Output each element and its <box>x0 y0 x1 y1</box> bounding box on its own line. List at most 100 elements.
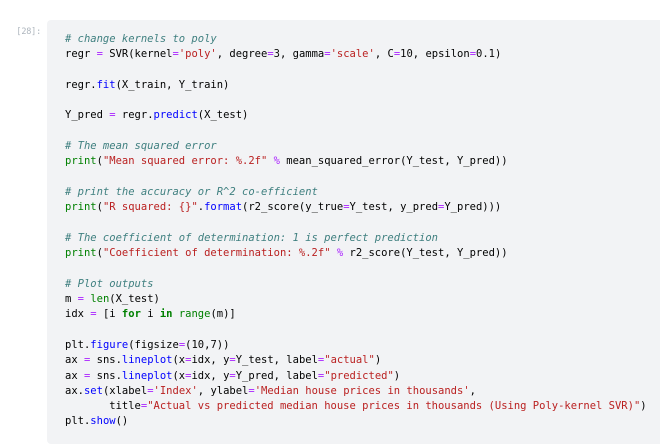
code-token: plt. <box>65 415 91 428</box>
code-line <box>65 63 660 78</box>
code-token: 3 <box>273 48 280 61</box>
code-token: = <box>229 369 236 382</box>
code-token: , gamma <box>279 48 325 61</box>
code-line: # The coefficient of determination: 1 is… <box>65 231 660 246</box>
code-token: , epsilon <box>412 48 470 61</box>
code-token: Y_pred))) <box>444 201 502 214</box>
code-line <box>65 216 660 231</box>
code-token: , <box>204 338 211 351</box>
code-token: lineplot <box>121 369 173 382</box>
code-token: regr. <box>65 78 97 91</box>
code-token: Y_pred, label <box>235 369 318 382</box>
code-token: () <box>115 415 129 428</box>
code-token: = <box>317 369 325 382</box>
code-token: = <box>469 48 477 61</box>
code-token: , degree <box>216 48 268 61</box>
code-token: "R squared: {}" <box>102 201 198 214</box>
code-line: Y_pred = regr.predict(X_test) <box>65 108 660 123</box>
code-token: = <box>267 48 274 61</box>
code-token: "Coefficient of determination: %.2f" <box>102 247 331 260</box>
code-token: 7 <box>210 338 217 351</box>
code-token: ( <box>96 247 103 260</box>
code-token: SVR(kernel <box>102 48 173 61</box>
code-token: # Plot outputs <box>65 277 154 290</box>
code-token: = <box>248 384 255 397</box>
code-line <box>65 261 660 276</box>
code-token: "Mean squared error: %.2f" <box>102 155 268 168</box>
code-token: sns. <box>90 369 122 382</box>
code-token: regr. <box>115 109 154 122</box>
code-line: title="Actual vs predicted median house … <box>65 399 660 414</box>
code-token: print <box>65 247 97 260</box>
code-line: # Plot outputs <box>65 277 660 292</box>
code-token: lineplot <box>121 354 173 367</box>
code-token: Y_test, y_pred <box>349 201 439 214</box>
code-token: = <box>317 354 325 367</box>
code-token: )) <box>216 338 230 351</box>
code-token: idx, y <box>191 354 230 367</box>
code-line: # change kernels to poly <box>65 32 660 47</box>
code-token: = <box>324 48 331 61</box>
code-token: (figsize <box>128 338 179 351</box>
code-line: regr.fit(X_train, Y_train) <box>65 78 660 93</box>
code-token: , ylabel <box>197 384 249 397</box>
code-line: ax.set(xlabel='Index', ylabel='Median ho… <box>65 384 660 399</box>
code-token: # The coefficient of determination: 1 is… <box>65 231 438 244</box>
code-line <box>65 323 660 338</box>
code-token: ) <box>393 369 401 382</box>
code-token: (X_test) <box>109 293 160 306</box>
code-token: for <box>121 308 141 321</box>
code-line <box>65 170 660 185</box>
code-token: ) <box>374 354 382 367</box>
code-token: format <box>204 201 243 214</box>
code-token: sns. <box>90 354 122 367</box>
code-token: (X_train, Y_train) <box>115 78 230 91</box>
code-token: (xlabel <box>102 384 148 397</box>
code-token: ax <box>65 369 84 382</box>
cell-execution-prompt: [28]: <box>16 27 41 37</box>
code-line: plt.show() <box>65 414 660 429</box>
code-token: show <box>90 415 116 428</box>
code-line: idx = [i for i in range(m)] <box>65 307 660 322</box>
code-token: ) <box>495 48 502 61</box>
code-line: print("Coefficient of determination: %.2… <box>65 246 660 261</box>
code-token: = <box>185 354 192 367</box>
code-token: 'poly' <box>178 48 217 61</box>
code-token: "Actual vs predicted median house prices… <box>147 400 641 413</box>
code-line: ax = sns.lineplot(x=idx, y=Y_pred, label… <box>65 369 660 384</box>
code-token: ( <box>185 338 192 351</box>
code-token: (m)] <box>210 308 236 321</box>
code-token: # The mean squared error <box>65 140 217 153</box>
code-token: [i <box>96 308 122 321</box>
code-token: figure <box>90 338 129 351</box>
code-token: ) <box>640 400 647 413</box>
code-token: = <box>178 338 186 351</box>
code-token: % <box>336 247 344 260</box>
code-token: # change kernels to poly <box>65 33 217 45</box>
code-token: r2_score(Y_test, Y_pred)) <box>343 247 508 260</box>
code-token: idx, y <box>191 369 230 382</box>
code-token: mean_squared_error(Y_test, Y_pred)) <box>279 155 508 168</box>
code-token: m <box>65 293 78 306</box>
code-token: (X_test) <box>197 109 249 122</box>
code-token: = <box>77 293 84 306</box>
code-token: 'Index' <box>153 384 198 397</box>
code-line <box>65 93 660 108</box>
code-token: , C <box>374 48 394 61</box>
code-token: i <box>140 308 160 321</box>
code-token: Y_test, label <box>235 354 318 367</box>
code-token: ( <box>96 201 103 214</box>
code-token: = <box>172 48 179 61</box>
code-token: = <box>83 354 91 367</box>
code-token: ax <box>65 354 84 367</box>
code-token: = <box>96 48 103 61</box>
code-token: "actual" <box>324 354 375 367</box>
code-token: . <box>197 201 205 214</box>
code-token: in <box>159 308 173 321</box>
code-token: 'scale' <box>330 48 375 61</box>
code-token: 10 <box>400 48 413 61</box>
